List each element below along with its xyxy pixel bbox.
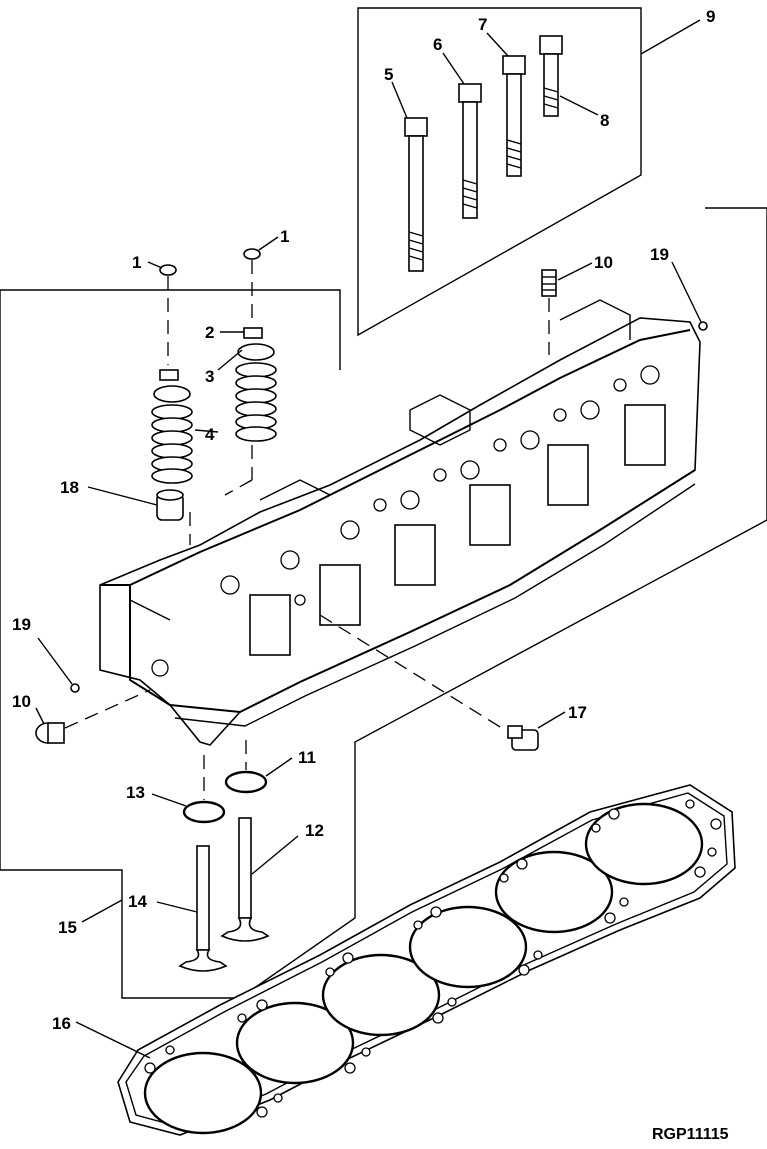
figure-reference-code: RGP11115 — [652, 1126, 729, 1143]
callout-15: 15 — [58, 918, 77, 937]
callout-12: 12 — [305, 821, 324, 840]
callout-labels: 1 1 2 3 4 5 6 7 8 9 10 10 11 12 13 14 15… — [12, 7, 729, 1143]
bolt-group-outline — [357, 7, 642, 337]
callout-4: 4 — [205, 425, 215, 444]
callout-10-left: 10 — [12, 692, 31, 711]
leader-lines — [35, 19, 702, 1059]
callout-1-left: 1 — [132, 253, 141, 272]
head-bolts — [404, 35, 563, 272]
callout-1-right: 1 — [280, 227, 289, 246]
callout-11: 11 — [298, 748, 316, 767]
callout-9: 9 — [706, 7, 715, 26]
callout-16: 16 — [52, 1014, 71, 1033]
callout-14: 14 — [128, 892, 147, 911]
callout-10-top: 10 — [594, 253, 613, 272]
callout-19-right: 19 — [650, 245, 669, 264]
callout-2: 2 — [205, 323, 214, 342]
callout-19-left: 19 — [12, 615, 31, 634]
assembly-lines — [64, 260, 550, 800]
callout-6: 6 — [433, 35, 442, 54]
callout-3: 3 — [205, 367, 214, 386]
callout-5: 5 — [384, 65, 393, 84]
valve-train-parts — [35, 248, 708, 972]
callout-7: 7 — [478, 15, 487, 34]
head-gasket — [117, 784, 736, 1136]
cylinder-head-group-outline — [0, 207, 767, 999]
callout-8: 8 — [600, 111, 609, 130]
cylinder-head-body — [99, 299, 701, 746]
callout-13: 13 — [126, 783, 145, 802]
callout-17: 17 — [568, 703, 587, 722]
callout-18: 18 — [60, 478, 79, 497]
